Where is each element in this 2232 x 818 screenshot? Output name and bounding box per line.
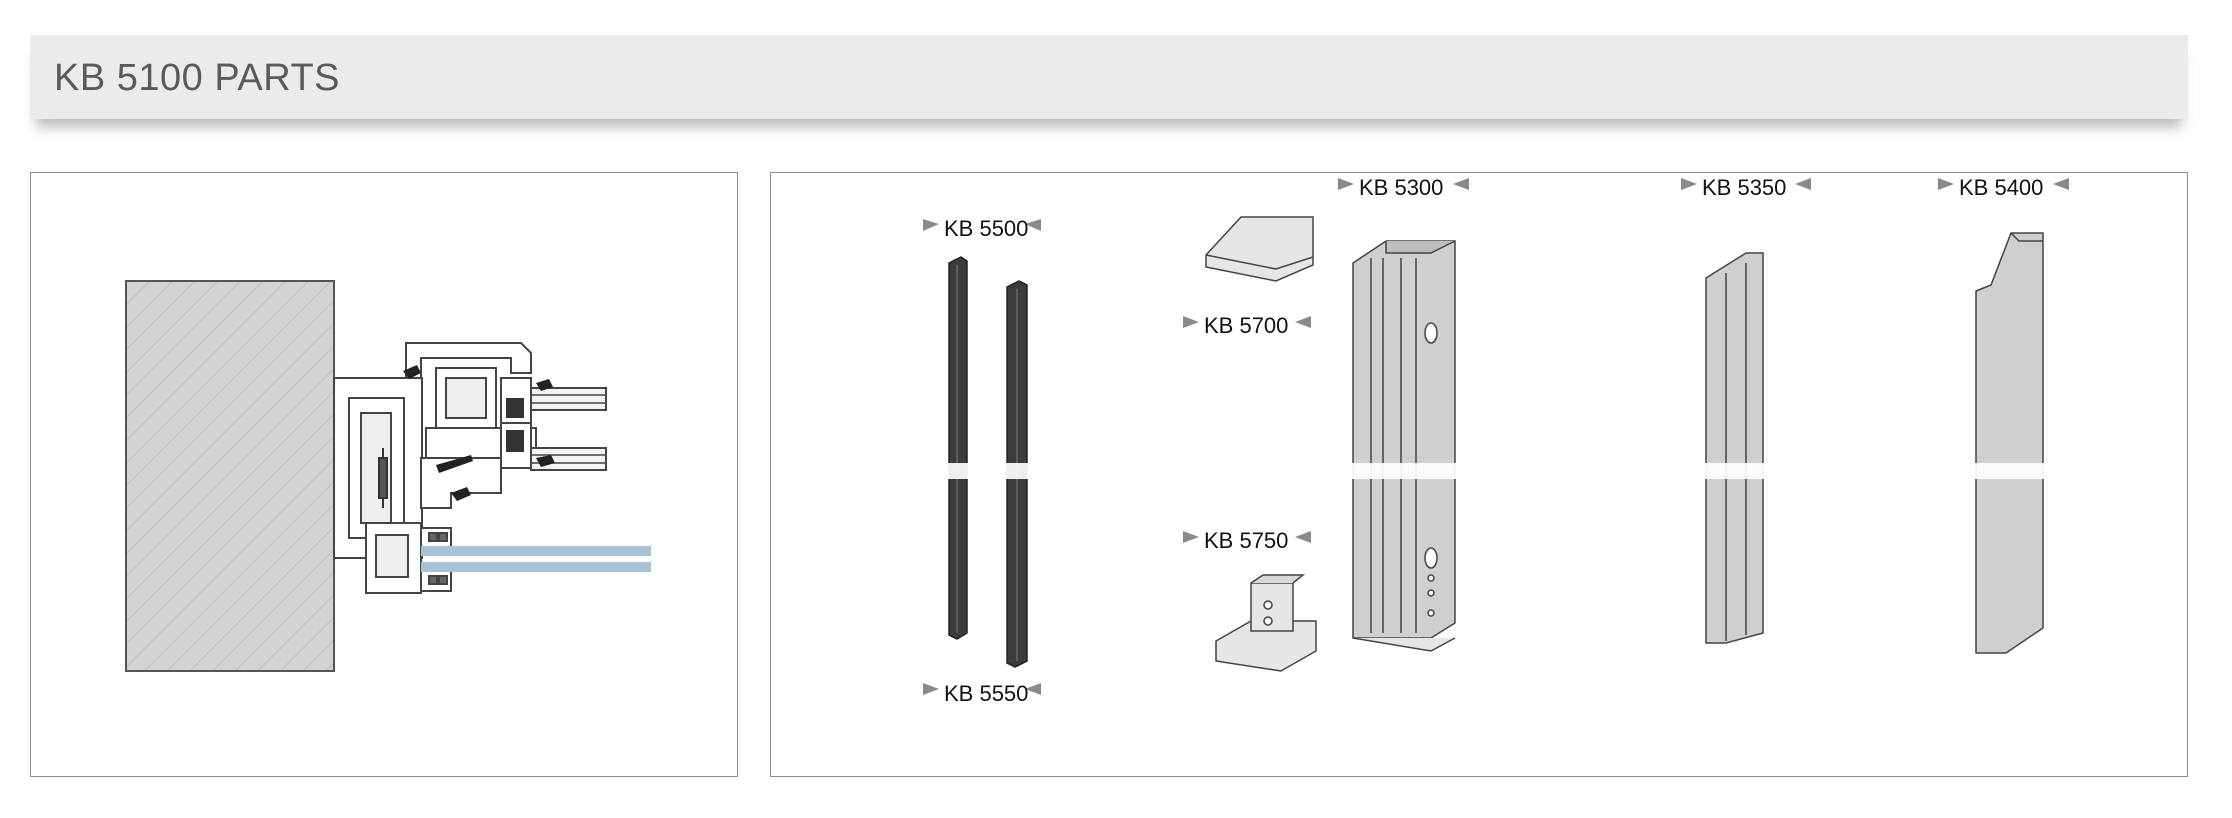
label-kb5700: KB 5700 [1204,313,1289,338]
parts-panel: KB 5500 KB 5550 KB 5700 KB 5750 KB 5300 … [770,172,2188,777]
length-break-band [921,463,2071,479]
part-kb5750 [1215,574,1317,672]
label-kb5300: KB 5300 [1359,175,1444,200]
wall-section [125,280,335,672]
profile-kb5350 [1705,252,1764,644]
glazing-spacer [506,398,524,452]
cross-section-drawing [125,280,651,672]
glass-panes [421,546,651,572]
label-kb5500: KB 5500 [944,216,1029,241]
label-kb5750: KB 5750 [1204,528,1289,553]
profile-kb5500 [948,256,968,640]
label-arrow-markers [923,178,2069,695]
cross-section-panel [30,172,738,777]
header-bar: KB 5100 PARTS [30,35,2188,119]
screw [378,448,388,508]
part-kb5700 [1205,216,1314,282]
page-title: KB 5100 PARTS [54,57,341,99]
gaskets [403,365,555,501]
label-kb5400: KB 5400 [1959,175,2044,200]
profile-kb5400 [1975,232,2044,654]
parts-drawing [921,178,2071,695]
connector-profile [365,522,452,594]
label-kb5350: KB 5350 [1702,175,1787,200]
post-kb5300 [1352,240,1456,652]
label-kb5550: KB 5550 [944,681,1029,706]
